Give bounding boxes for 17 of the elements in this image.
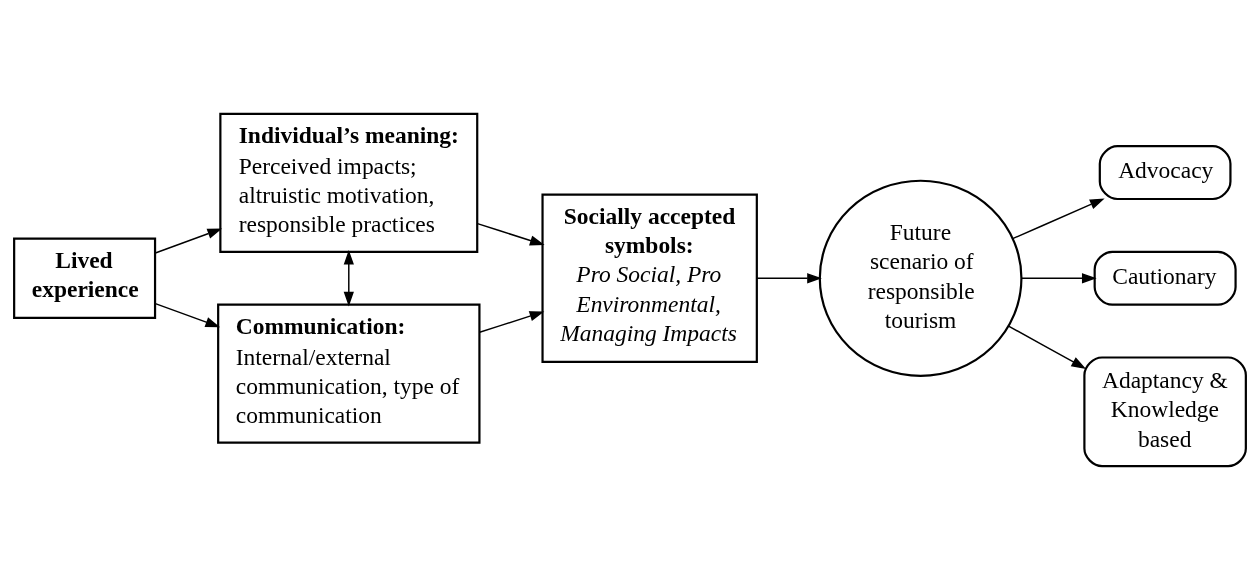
arrow [1021,272,1097,283]
arrow [756,272,822,283]
arrow [154,228,223,254]
arrow [154,302,221,327]
node-box: Lived experience [13,237,157,319]
node-circle: Future scenario of responsible tourism [818,179,1023,377]
arrow [1007,324,1087,369]
arrow [478,310,545,333]
node-box: Individual’s meaning: Perceived impacts; altruistic motivation, responsible practices [219,112,479,253]
node-box: Adaptancy & Knowledge based [1083,355,1247,467]
arrow [1011,197,1105,239]
node-box: Communication: Internal/external communication, type of communication [217,303,481,444]
arrow [476,222,545,245]
node-box: Advocacy [1098,144,1232,200]
node-box: Cautionary [1093,250,1237,306]
node-box: Socially accepted symbols: Pro Social, Pro Environmental, Managing Impacts [541,193,758,363]
arrow [343,249,354,307]
